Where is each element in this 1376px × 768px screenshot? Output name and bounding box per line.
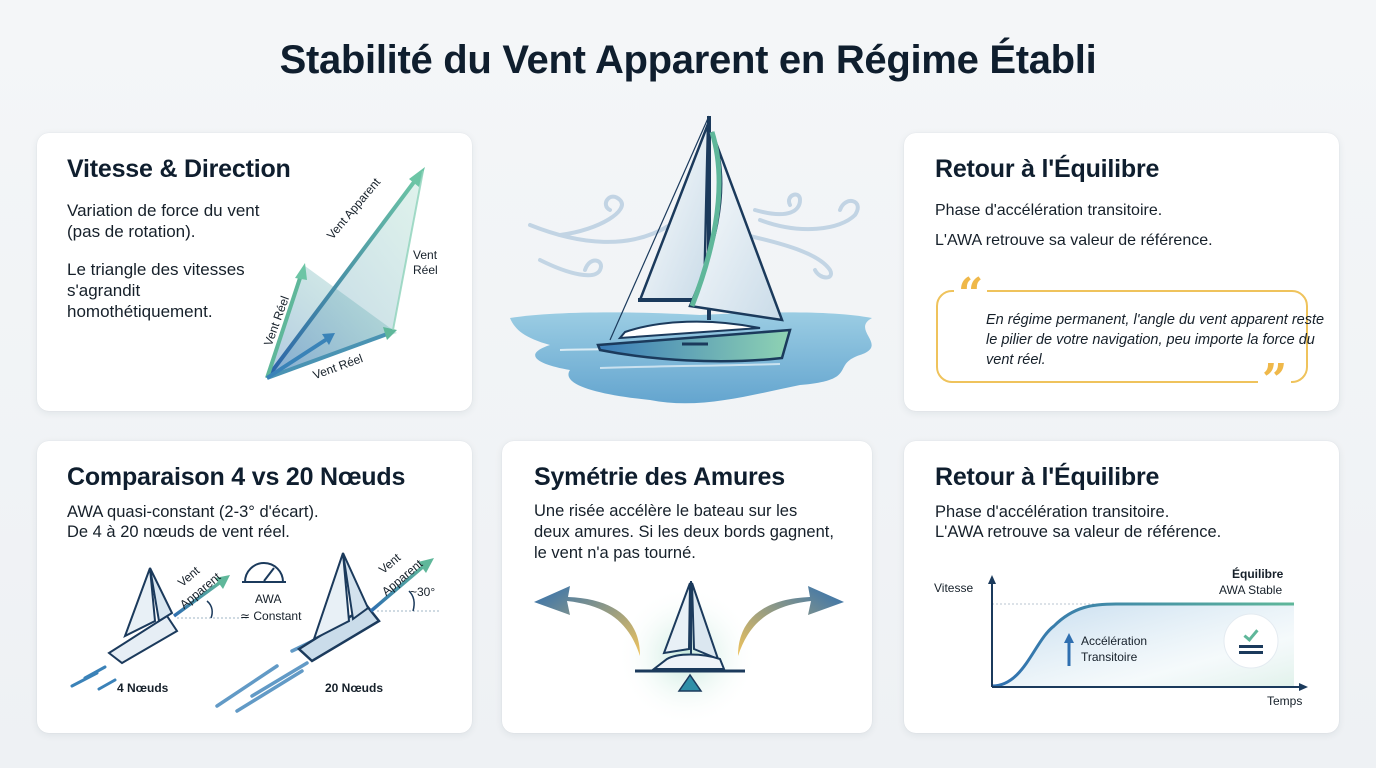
card-text: Phase d'accélération transitoire. [935, 503, 1170, 521]
gauge-label-awa: AWA [255, 592, 282, 606]
card-symetrie: Symétrie des Amures Une risée accélère l… [502, 441, 872, 733]
card-title: Retour à l'Équilibre [935, 155, 1160, 183]
tack-symmetry-illustration [534, 581, 844, 726]
y-axis-label: Vitesse [934, 581, 974, 595]
velocity-triangle-icon [265, 167, 425, 380]
quote-text: En régime permanent, l'angle du vent app… [986, 312, 1325, 368]
card-text: De 4 à 20 nœuds de vent réel. [67, 523, 290, 541]
accel-label-1: Accélération [1081, 634, 1148, 648]
card-text: AWA quasi-constant (2-3° d'écart). [67, 503, 319, 521]
card-text: L'AWA retrouve sa valeur de référence. [935, 523, 1222, 541]
card-title: Vitesse & Direction [67, 155, 291, 183]
quote-close-icon: ” [1258, 359, 1292, 403]
card-text: Variation de force du vent (pas de rotat… [67, 201, 260, 241]
equilibre-sub: AWA Stable [1219, 583, 1283, 597]
equilibre-title: Équilibre [1232, 567, 1284, 581]
label-vent-reel-right-2: Réel [413, 263, 438, 277]
card-text: Le triangle des vitesses s'agrandit homo… [67, 260, 245, 321]
boat-comparison-illustration [70, 552, 439, 713]
page-title: Stabilité du Vent Apparent en Régime Éta… [279, 38, 1097, 82]
card-title: Retour à l'Équilibre [935, 463, 1160, 491]
card-text: Une risée accélère le bateau sur les deu… [534, 502, 834, 562]
speed-time-curve-chart [988, 575, 1308, 691]
card-title: Comparaison 4 vs 20 Nœuds [67, 463, 406, 491]
angle-label: ~30° [410, 585, 436, 599]
card-text: L'AWA retrouve sa valeur de référence. [935, 232, 1213, 249]
sailboat-hero-illustration [510, 115, 872, 404]
boat-large-label: 20 Nœuds [325, 681, 384, 695]
quote-box: “ ” En régime permanent, l'angle du vent… [936, 273, 1324, 403]
card-retour-equilibre-chart: Retour à l'Équilibre Phase d'accélératio… [904, 441, 1339, 733]
boat-small-label: 4 Nœuds [117, 681, 169, 695]
x-axis-label: Temps [1267, 694, 1303, 708]
card-comparaison: Comparaison 4 vs 20 Nœuds AWA quasi-cons… [37, 441, 472, 733]
card-retour-equilibre-quote: Retour à l'Équilibre Phase d'accélératio… [904, 133, 1339, 411]
accel-label-2: Transitoire [1081, 650, 1138, 664]
checkmark-equilibrium-icon [1239, 626, 1263, 654]
card-title: Symétrie des Amures [534, 463, 785, 491]
quote-open-icon: “ [954, 273, 988, 317]
card-vitesse-direction: Vitesse & Direction Variation de force d… [37, 133, 472, 411]
card-text: Phase d'accélération transitoire. [935, 202, 1163, 219]
gauge-label-constant: ≃ Constant [240, 609, 302, 623]
label-vent-reel-right-1: Vent [413, 248, 438, 262]
